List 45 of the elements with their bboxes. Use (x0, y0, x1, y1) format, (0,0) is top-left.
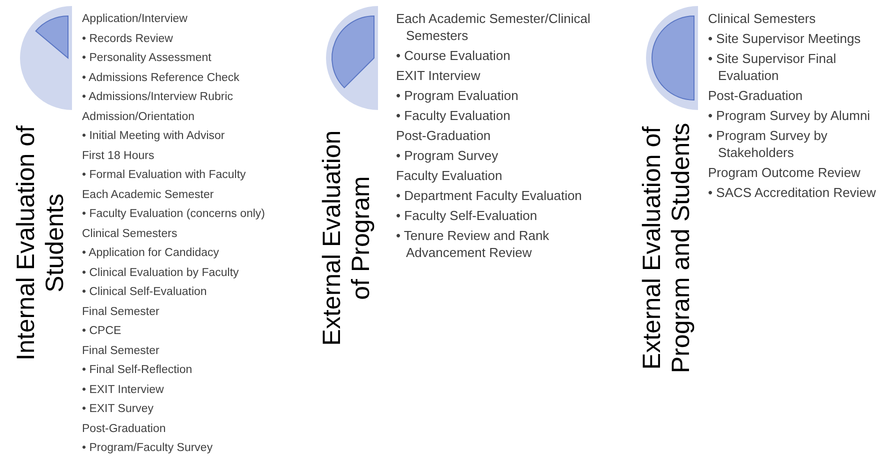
list-text: • Program Survey by Stakeholders (708, 127, 828, 161)
list-text: • Program Survey (396, 147, 500, 164)
list-text: • Site Supervisor Final Evaluation (708, 50, 838, 84)
list-text: EXIT Interview (396, 67, 482, 84)
list-text: • Application for Candidacy (82, 246, 220, 261)
list-text: • Admissions/Interview Rubric (82, 90, 234, 105)
list-text: • EXIT Interview (82, 382, 165, 398)
list-text: • Records Review (82, 32, 174, 46)
list-text: • Faculty Evaluation (396, 107, 512, 124)
list-text: Final Semester (82, 344, 160, 358)
list-text: • Personality Assessment (82, 51, 212, 66)
list-text: • Formal Evaluation with Faculty (82, 168, 247, 183)
list-text: Clinical Semesters (708, 10, 817, 27)
list-text: Faculty Evaluation (396, 167, 504, 184)
vertical-title: External Evaluation of Program (318, 129, 376, 348)
list-text: • Initial Meeting with Advisor (82, 129, 226, 144)
list-text: • Course Evaluation (396, 47, 512, 64)
list-text: Each Academic Semester/Clinical Semesters (396, 10, 592, 44)
vertical-title: Internal Evaluation of Students (12, 124, 70, 362)
list-text: • Site Supervisor Meetings (708, 30, 862, 47)
list-text: • Department Faculty Evaluation (396, 187, 583, 204)
list-text: • Program Survey by Alumni (708, 107, 872, 124)
list-text: Post-Graduation (82, 422, 167, 436)
list-text: • Clinical Evaluation by Faculty (82, 266, 240, 280)
list-text: • Final Self-Reflection (82, 363, 194, 378)
list-text: Program Outcome Review (708, 164, 862, 181)
list-text: • Program Evaluation (396, 87, 520, 104)
list-text: Post-Graduation (708, 87, 804, 104)
list-text: Application/Interview (82, 12, 188, 27)
list-text: Each Academic Semester (82, 188, 215, 202)
list-text: Admission/Orientation (82, 110, 196, 124)
list-text: • Admissions Reference Check (82, 70, 240, 86)
list-text: • Faculty Self-Evaluation (396, 207, 538, 224)
list-text: Post-Graduation (396, 127, 492, 144)
list-text: • Tenure Review and Rank Advancement Review (396, 227, 550, 261)
list-text: • SACS Accreditation Review (708, 184, 877, 201)
vertical-title: External Evaluation of Program and Students (638, 122, 696, 376)
list-text: • Program/Faculty Survey (82, 441, 214, 456)
list-text: First 18 Hours (82, 148, 156, 164)
list-text: • Faculty Evaluation (concerns only) (82, 207, 266, 222)
list-text: Clinical Semesters (82, 226, 178, 242)
list-text: • Clinical Self-Evaluation (82, 285, 208, 300)
list-text: Final Semester (82, 304, 160, 320)
list-text: • EXIT Survey (82, 402, 155, 417)
list-text: • CPCE (82, 324, 122, 339)
